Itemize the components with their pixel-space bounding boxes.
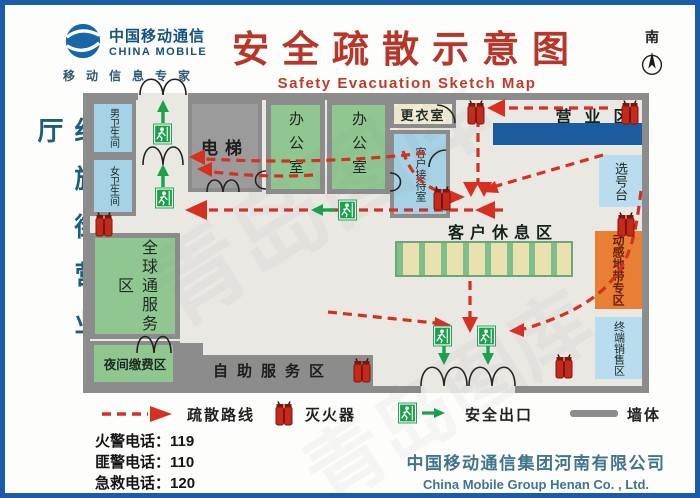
fire-extinguisher-icon [619,99,641,125]
company-footer: 中国移动通信集团河南有限公司 China Mobile Group Henan … [393,449,679,492]
china-mobile-logo: 中国移动通信 CHINA MOBILE 移动信息专家 [63,21,213,84]
fire-extinguisher-icon [93,211,115,237]
extinguisher-legend-label: 灭火器 [305,407,357,424]
room-night-payment: 夜间缴费区 [90,341,180,386]
exit-sign-icon [153,123,172,145]
business-counter [493,123,642,145]
wall-legend-label: 墙体 [627,407,662,424]
compass-icon [641,51,663,75]
brand-name-cn: 中国移动通信 [109,27,206,45]
compass: 南 [635,27,669,84]
room-office-2: 办公室 [327,100,390,194]
fire-extinguisher-icon [431,185,453,211]
exit-arrow-icon [422,408,445,418]
area-self-service: 自助服务区 [173,355,373,386]
phone-line: 火警电话：119 [95,433,195,450]
room-women-toilet: 女卫生间 [90,156,136,216]
exit-sign-icon [155,187,174,209]
emergency-phones: 火警电话：119 匪警电话：110 急救电话：120 [95,431,196,493]
room-terminal-sales: 终端销售区 [595,317,642,379]
fire-extinguisher-icon [553,353,575,379]
floor-plan: 男卫生间 女卫生间 电梯 办公室 办公室 更衣室 客户接待室 营业区 选号台 动… [83,78,649,393]
room-elevator: 电梯 [188,100,262,192]
route-legend-label: 疏散路线 [187,407,256,424]
exit-sign-icon [477,325,496,347]
room-changing: 更衣室 [390,100,456,128]
brand-slogan: 移动信息专家 [63,69,202,83]
route-legend-icon [102,406,172,422]
company-name-cn: 中国移动通信集团河南有限公司 [406,454,666,473]
fire-extinguisher-icon [615,211,637,237]
wall-legend-icon [570,410,618,417]
room-mzone: 动感地带专区 [595,231,642,309]
exit-sign-icon [398,402,417,429]
self-service-wall [173,343,203,357]
page-title: 安全疏散示意图 [232,27,582,71]
area-business: 营业区 [555,109,643,126]
brand-name-en: CHINA MOBILE [109,45,208,58]
exit-sign-icon [433,325,452,347]
fire-extinguisher-icon [273,400,295,431]
company-name-en: China Mobile Group Henan Co. , Ltd. [422,477,650,492]
room-gotone-service: 全球通服务区 [90,233,180,339]
fire-extinguisher-icon [351,357,373,383]
room-number-select: 选号台 [599,155,642,207]
room-men-toilet: 男卫生间 [90,100,136,156]
room-office-1: 办公室 [266,100,325,194]
phone-line: 匪警电话：110 [95,454,195,471]
china-mobile-logo-icon [65,23,101,59]
rest-area-bench [395,241,573,277]
exit-legend-label: 安全出口 [465,407,534,424]
compass-label: 南 [645,29,659,45]
fire-extinguisher-icon [465,99,487,125]
exit-sign-icon [338,199,357,221]
area-customer-rest: 客户休息区 [447,225,558,242]
phone-line: 急救电话：120 [95,475,196,492]
page-subtitle: Safety Evacuation Sketch Map [277,75,537,92]
